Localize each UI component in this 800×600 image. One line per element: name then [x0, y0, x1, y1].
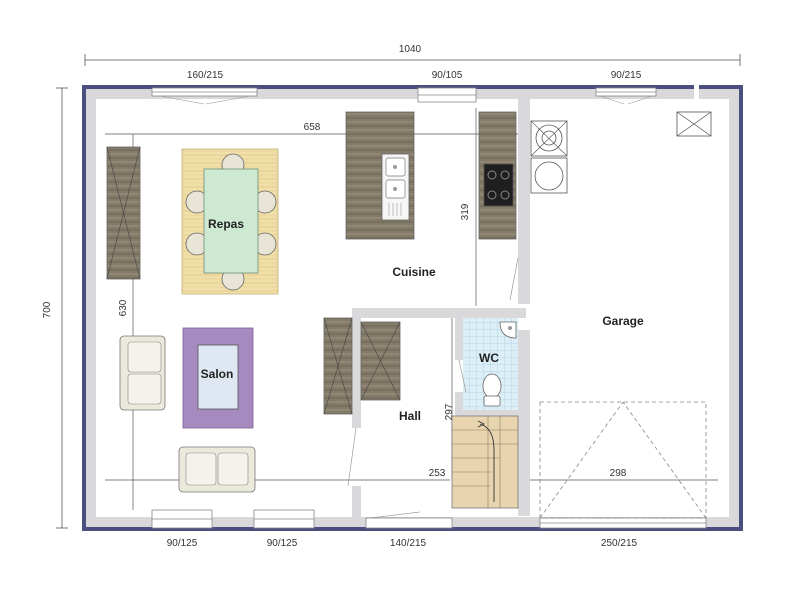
opening-bottom-entry: 140/215 [365, 511, 453, 549]
water-heater-icon [530, 157, 568, 194]
opening-bottom-2-label: 90/125 [267, 538, 298, 549]
opening-bottom-1-label: 90/125 [167, 538, 198, 549]
opening-top-middle-label: 90/105 [432, 70, 463, 81]
dimension-total-width: 1040 [84, 44, 741, 66]
staircase [451, 415, 519, 509]
dining-table [203, 168, 259, 274]
garage-door-swing [509, 257, 519, 301]
opening-bottom-2: 90/125 [253, 509, 315, 549]
hall-height-label: 297 [444, 403, 455, 420]
hall-width-label: 253 [429, 468, 446, 479]
boiler-icon [530, 120, 568, 157]
sejour-width-label: 658 [304, 122, 321, 133]
room-label-hall: Hall [399, 409, 421, 423]
sejour-height-label: 630 [118, 299, 129, 316]
room-label-wc: WC [479, 351, 499, 365]
opening-top-left-label: 160/215 [187, 70, 224, 81]
armchair [119, 335, 166, 411]
room-label-garage: Garage [602, 314, 644, 328]
opening-bottom-garage-label: 250/215 [601, 538, 638, 549]
washbasin-icon [499, 321, 517, 339]
opening-bottom-1: 90/125 [151, 509, 213, 549]
sink-icon [381, 153, 410, 221]
dimension-sejour-width: 658 [105, 122, 518, 135]
cuisine-height-label: 319 [460, 203, 471, 220]
opening-top-left: 160/215 [151, 70, 258, 105]
interior-walls [352, 96, 530, 518]
dimension-cuisine-height: 319 [460, 108, 477, 306]
garage-width-label: 298 [610, 468, 627, 479]
salon-rug [182, 327, 254, 429]
opening-top-right-label: 90/215 [611, 70, 642, 81]
room-label-salon: Salon [201, 367, 234, 381]
cooktop-icon [483, 163, 514, 207]
opening-bottom-garage: 250/215 [539, 517, 707, 549]
dimension-bottom-row: 395 253 [105, 468, 450, 481]
opening-bottom-entry-label: 140/215 [390, 538, 427, 549]
wc-door-swing [458, 359, 467, 393]
opening-top-middle: 90/105 [417, 70, 477, 103]
room-label-repas: Repas [208, 217, 244, 231]
dimension-total-height: 700 [42, 87, 68, 529]
toilet-icon [482, 373, 502, 407]
room-label-cuisine: Cuisine [392, 265, 436, 279]
garage-door-outline [539, 401, 707, 519]
hall-closet-right [360, 321, 401, 401]
hall-door-swing [347, 427, 357, 487]
sideboard-left [106, 146, 141, 280]
opening-top-right: 90/215 [595, 70, 657, 105]
total-width-label: 1040 [399, 44, 422, 55]
sofa [178, 446, 256, 493]
total-height-label: 700 [42, 301, 53, 318]
hall-closet-left [323, 317, 353, 415]
dimension-garage-width: 298 [530, 468, 718, 481]
ventilation-box-icon [676, 111, 712, 137]
